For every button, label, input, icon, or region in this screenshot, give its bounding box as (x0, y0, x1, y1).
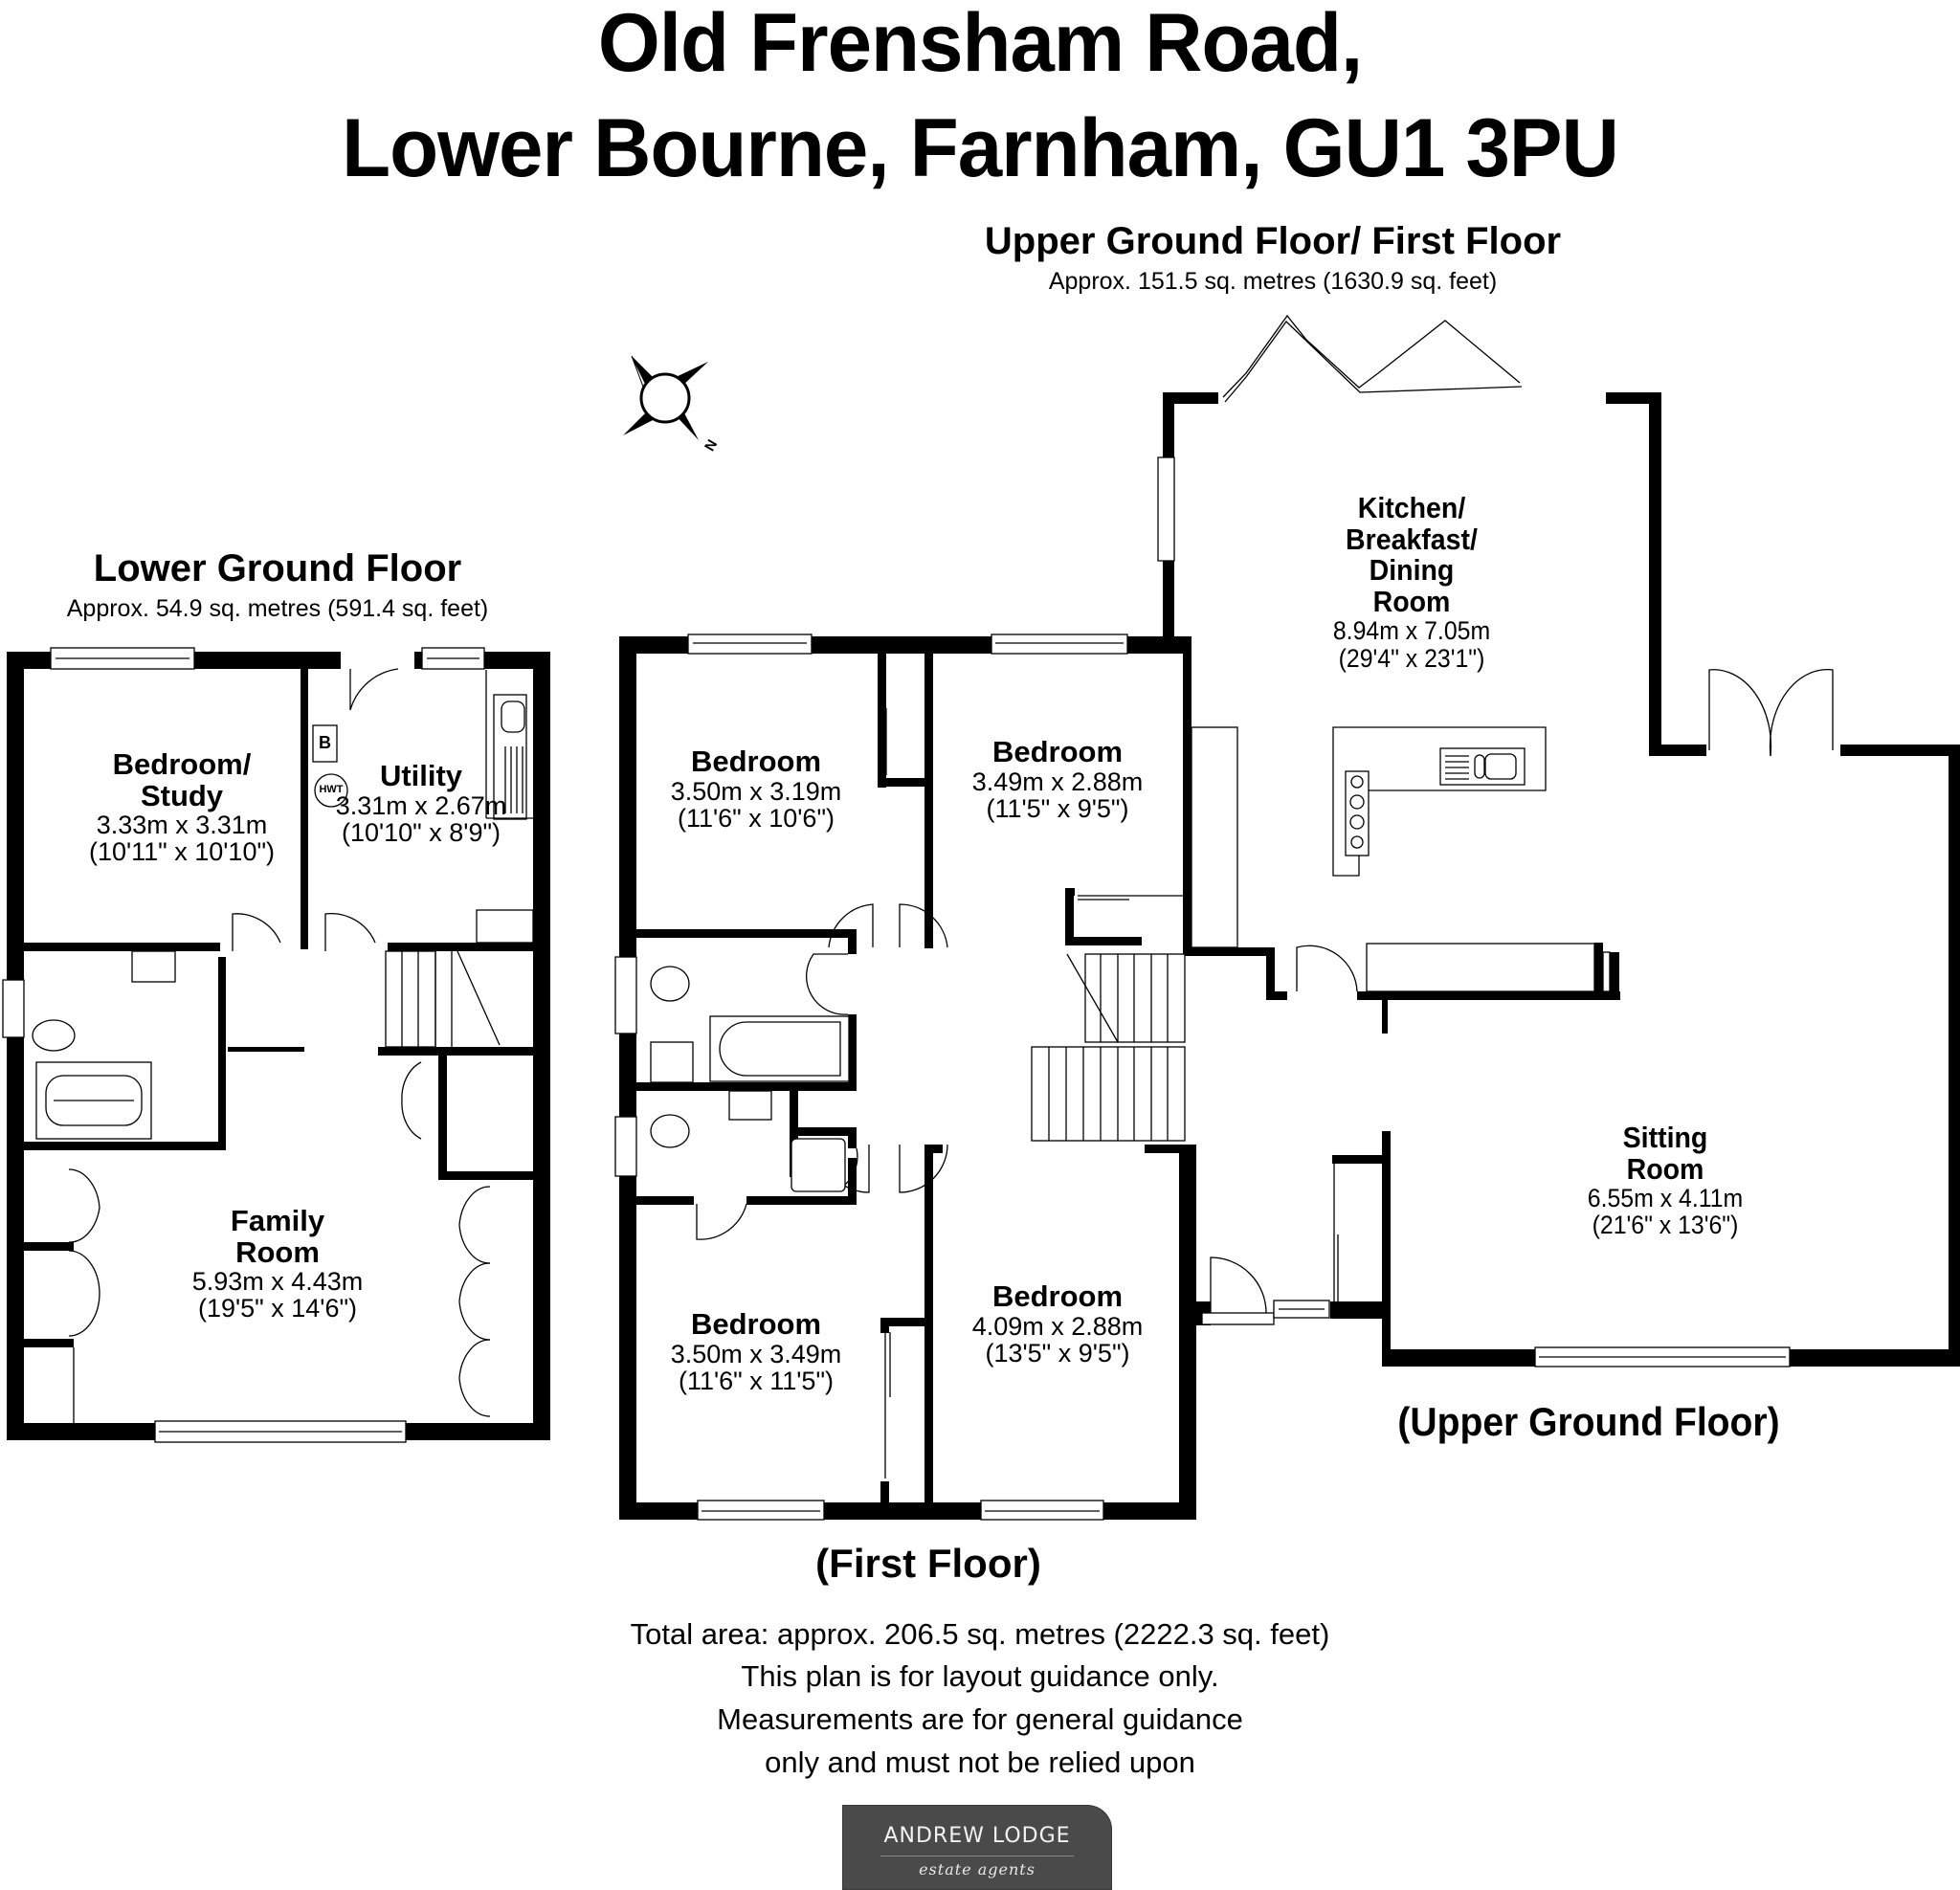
room-name: Breakfast/ (1346, 522, 1478, 556)
room-dimensions-imperial: (21'6" x 13'6") (1592, 1211, 1739, 1240)
room-dimensions-imperial: (13'5" x 9'5") (985, 1338, 1130, 1367)
room-dimensions-metric: 3.50m x 3.49m (670, 1339, 842, 1368)
lower-ground-floor-plan (2, 647, 550, 1443)
compass-north-label: N (702, 437, 721, 455)
property-address-line-1: Old Frensham Road, (597, 0, 1363, 89)
upper-ground-floor-plan (1157, 314, 1960, 1367)
room-name: Bedroom (991, 1279, 1124, 1313)
room-utility: Utility 3.31m x 2.67m (10'10" x 8'9") (316, 759, 526, 847)
logo-name: ANDREW LODGE (883, 1824, 1071, 1848)
room-bedroom-study: Bedroom/ Study 3.33m x 3.31m (10'11" x 1… (57, 747, 306, 867)
room-dimensions-imperial: (10'11" x 10'10") (88, 837, 276, 867)
room-dimensions-imperial: (19'5" x 14'6") (197, 1294, 358, 1323)
room-dimensions-imperial: (11'6" x 10'6") (677, 803, 835, 833)
room-dimensions-metric: 4.09m x 2.88m (971, 1311, 1144, 1341)
room-dimensions-metric: 3.31m x 2.67m (335, 790, 507, 820)
room-dimensions-imperial: (11'6" x 11'5") (678, 1366, 835, 1395)
lower-ground-floor-area: Approx. 54.9 sq. metres (591.4 sq. feet) (66, 595, 489, 622)
room-bedroom-3: Bedroom 3.50m x 3.49m (11'6" x 11'5") (651, 1307, 861, 1395)
upper-first-floor-area: Approx. 151.5 sq. metres (1630.9 sq. fee… (1048, 268, 1498, 295)
room-dimensions-metric: 8.94m x 7.05m (1332, 616, 1491, 646)
lower-ground-floor-heading: Lower Ground Floor (93, 547, 462, 589)
room-name: Room (1626, 1151, 1704, 1186)
room-dimensions-metric: 3.50m x 3.19m (670, 776, 842, 806)
disclaimer-line-2: Measurements are for general guidance (717, 1702, 1243, 1736)
room-sitting-room: Sitting Room 6.55m x 4.11m (21'6" x 13'6… (1560, 1121, 1771, 1240)
disclaimer-line-3: only and must not be relied upon (765, 1745, 1195, 1779)
room-name: Bedroom/ (112, 747, 252, 781)
room-name: Sitting (1622, 1121, 1708, 1154)
room-dimensions-imperial: (10'10" x 8'9") (341, 817, 501, 847)
room-name: Study (140, 778, 224, 812)
room-family-room: Family Room 5.93m x 4.43m (19'5" x 14'6"… (163, 1204, 392, 1323)
room-dimensions-metric: 3.49m x 2.88m (971, 767, 1144, 796)
room-name: Kitchen/ (1357, 491, 1466, 524)
hot-water-tank-label: HWT (319, 784, 344, 795)
room-name: Dining (1369, 553, 1455, 588)
room-dimensions-metric: 5.93m x 4.43m (191, 1267, 364, 1297)
property-address-line-2: Lower Bourne, Farnham, GU1 3PU (342, 102, 1619, 194)
room-name: Room (1372, 584, 1451, 618)
logo-divider (880, 1856, 1074, 1857)
boiler-label: B (319, 733, 331, 752)
room-dimensions-metric: 6.55m x 4.11m (1587, 1184, 1744, 1213)
room-bedroom-4: Bedroom 4.09m x 2.88m (13'5" x 9'5") (952, 1279, 1163, 1367)
room-name: Bedroom (991, 735, 1124, 768)
room-name: Room (235, 1234, 320, 1269)
first-floor-plan (614, 634, 1254, 1521)
room-name: Bedroom (690, 745, 822, 778)
logo-tagline: estate agents (919, 1860, 1036, 1879)
first-floor-caption: (First Floor) (815, 1541, 1041, 1586)
compass-icon (623, 355, 708, 440)
disclaimer-line-1: This plan is for layout guidance only. (741, 1659, 1219, 1693)
room-dimensions-imperial: (29'4" x 23'1") (1338, 643, 1485, 673)
room-name: Family (230, 1204, 325, 1237)
total-area: Total area: approx. 206.5 sq. metres (22… (630, 1617, 1330, 1651)
room-name: Utility (379, 759, 463, 792)
room-bedroom-2: Bedroom 3.49m x 2.88m (11'5" x 9'5") (952, 735, 1163, 823)
upper-ground-floor-caption: (Upper Ground Floor) (1397, 1399, 1780, 1444)
room-bedroom-1: Bedroom 3.50m x 3.19m (11'6" x 10'6") (651, 745, 861, 833)
estate-agent-logo: ANDREW LODGE estate agents (842, 1805, 1112, 1890)
room-dimensions-metric: 3.33m x 3.31m (96, 811, 268, 840)
upper-first-floor-heading: Upper Ground Floor/ First Floor (984, 220, 1562, 262)
room-name: Bedroom (690, 1307, 822, 1341)
room-kitchen-breakfast-dining: Kitchen/ Breakfast/ Dining Room 8.94m x … (1302, 491, 1522, 673)
room-dimensions-imperial: (11'5" x 9'5") (986, 793, 1129, 823)
